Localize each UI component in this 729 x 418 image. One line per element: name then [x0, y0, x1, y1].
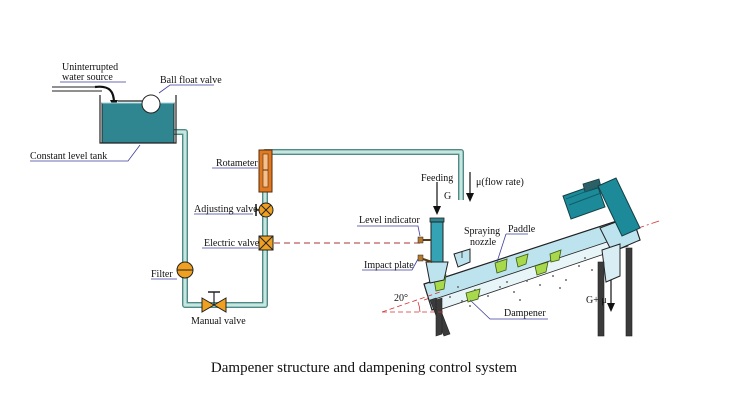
spraying-nozzle-label-line2: nozzle	[470, 237, 497, 248]
angle-indicator	[381, 291, 444, 313]
flow-rate-label: μ(flow rate)	[476, 177, 524, 188]
level-indicator-label: Level indicator	[359, 215, 420, 226]
paddle-label: Paddle	[508, 224, 536, 235]
impact-plate-label: Impact plate	[364, 260, 414, 271]
paddles	[433, 249, 562, 303]
electric-valve	[258, 235, 274, 251]
diagram-caption: Dampener structure and dampening control…	[211, 360, 517, 376]
filter-label: Filter	[151, 269, 173, 280]
angle-label: 20°	[394, 293, 408, 304]
spraying-nozzle-label-line1: Spraying	[464, 226, 500, 237]
manual-valve	[201, 291, 227, 313]
manual-valve-label: Manual valve	[191, 316, 246, 327]
constant-level-tank-label: Constant level tank	[30, 151, 107, 162]
flow-rate-arrow	[466, 172, 474, 202]
rotameter	[258, 149, 273, 193]
label-leaders	[30, 81, 548, 320]
water-source-label-line1: Uninterrupted	[62, 62, 118, 73]
ball-float-valve-label: Ball float valve	[160, 75, 222, 86]
feed-hopper	[425, 217, 449, 284]
level-indicator-probe	[417, 236, 431, 244]
filter	[176, 261, 194, 279]
belt-guard	[597, 177, 641, 237]
spraying-nozzle	[453, 248, 471, 268]
motor	[562, 178, 606, 220]
feeding-label: Feeding	[421, 173, 453, 184]
adjusting-valve	[255, 202, 274, 218]
water-pipeline	[172, 129, 464, 308]
rotameter-label: Rotameter	[216, 158, 258, 169]
constant-level-tank	[99, 95, 177, 144]
dampener-label: Dampener	[504, 308, 546, 319]
impact-plate	[417, 254, 433, 263]
adjusting-valve-label: Adjusting valve	[194, 204, 258, 215]
water-source-label-line2: water source	[62, 72, 113, 83]
output-label: G+ μ	[586, 295, 607, 306]
output-arrow	[607, 280, 615, 312]
electric-valve-label: Electric valve	[204, 238, 260, 249]
feed-symbol-label: G	[444, 191, 451, 202]
support-frame	[429, 247, 633, 337]
ball-float-valve	[118, 94, 161, 114]
dampener-machine	[417, 177, 663, 337]
feeding-arrow	[433, 182, 441, 215]
